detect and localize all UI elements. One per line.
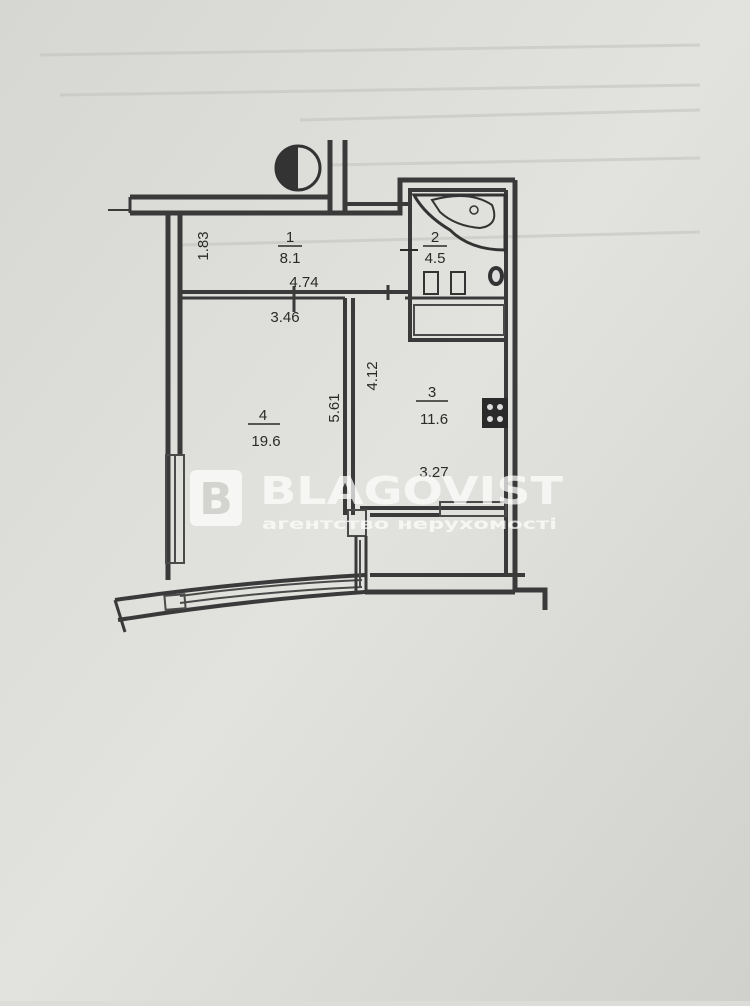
room-4-area: 19.6: [251, 433, 280, 450]
room-4-label: 4 19.6: [248, 407, 281, 450]
bleed-through-lines: [39, 43, 701, 247]
toilet-icon: [423, 271, 466, 295]
room-2-label: 2 4.5: [400, 229, 447, 267]
dimension-kitchen-width: 3.27: [419, 464, 448, 481]
room-1-number: 1: [286, 229, 294, 246]
interior-walls: [180, 190, 507, 592]
dimension-living-width: 3.46: [270, 309, 299, 326]
dimension-living-length: 5.61: [326, 393, 343, 422]
room-1-area: 8.1: [280, 250, 301, 267]
room-3-area: 11.6: [420, 411, 448, 428]
room-2-number: 2: [431, 229, 439, 246]
watermark-logo-letter: B: [199, 474, 233, 525]
dimension-kitchen-length: 4.12: [364, 361, 381, 390]
watermark-logo-icon: [190, 470, 242, 526]
watermark-brand: BLAGOVIST: [260, 469, 563, 513]
bathtub-icon: [411, 193, 507, 252]
sink-icon: [488, 266, 504, 286]
watermark: B BLAGOVIST агентство нерухомості: [190, 469, 563, 533]
room-4-number: 4: [259, 407, 267, 424]
room-3-number: 3: [428, 384, 436, 401]
room-2-area: 4.5: [425, 250, 446, 267]
dimension-hall-height: 1.83: [195, 231, 212, 260]
exterior-walls: [108, 140, 548, 633]
watermark-tagline: агентство нерухомості: [262, 515, 557, 533]
dimension-hall-width: 4.74: [289, 274, 318, 291]
room-1-label: 1 8.1: [278, 229, 302, 267]
stove-icon: [482, 398, 508, 428]
half-circle-symbol: [274, 144, 322, 192]
room-3-label: 3 11.6: [416, 384, 448, 428]
